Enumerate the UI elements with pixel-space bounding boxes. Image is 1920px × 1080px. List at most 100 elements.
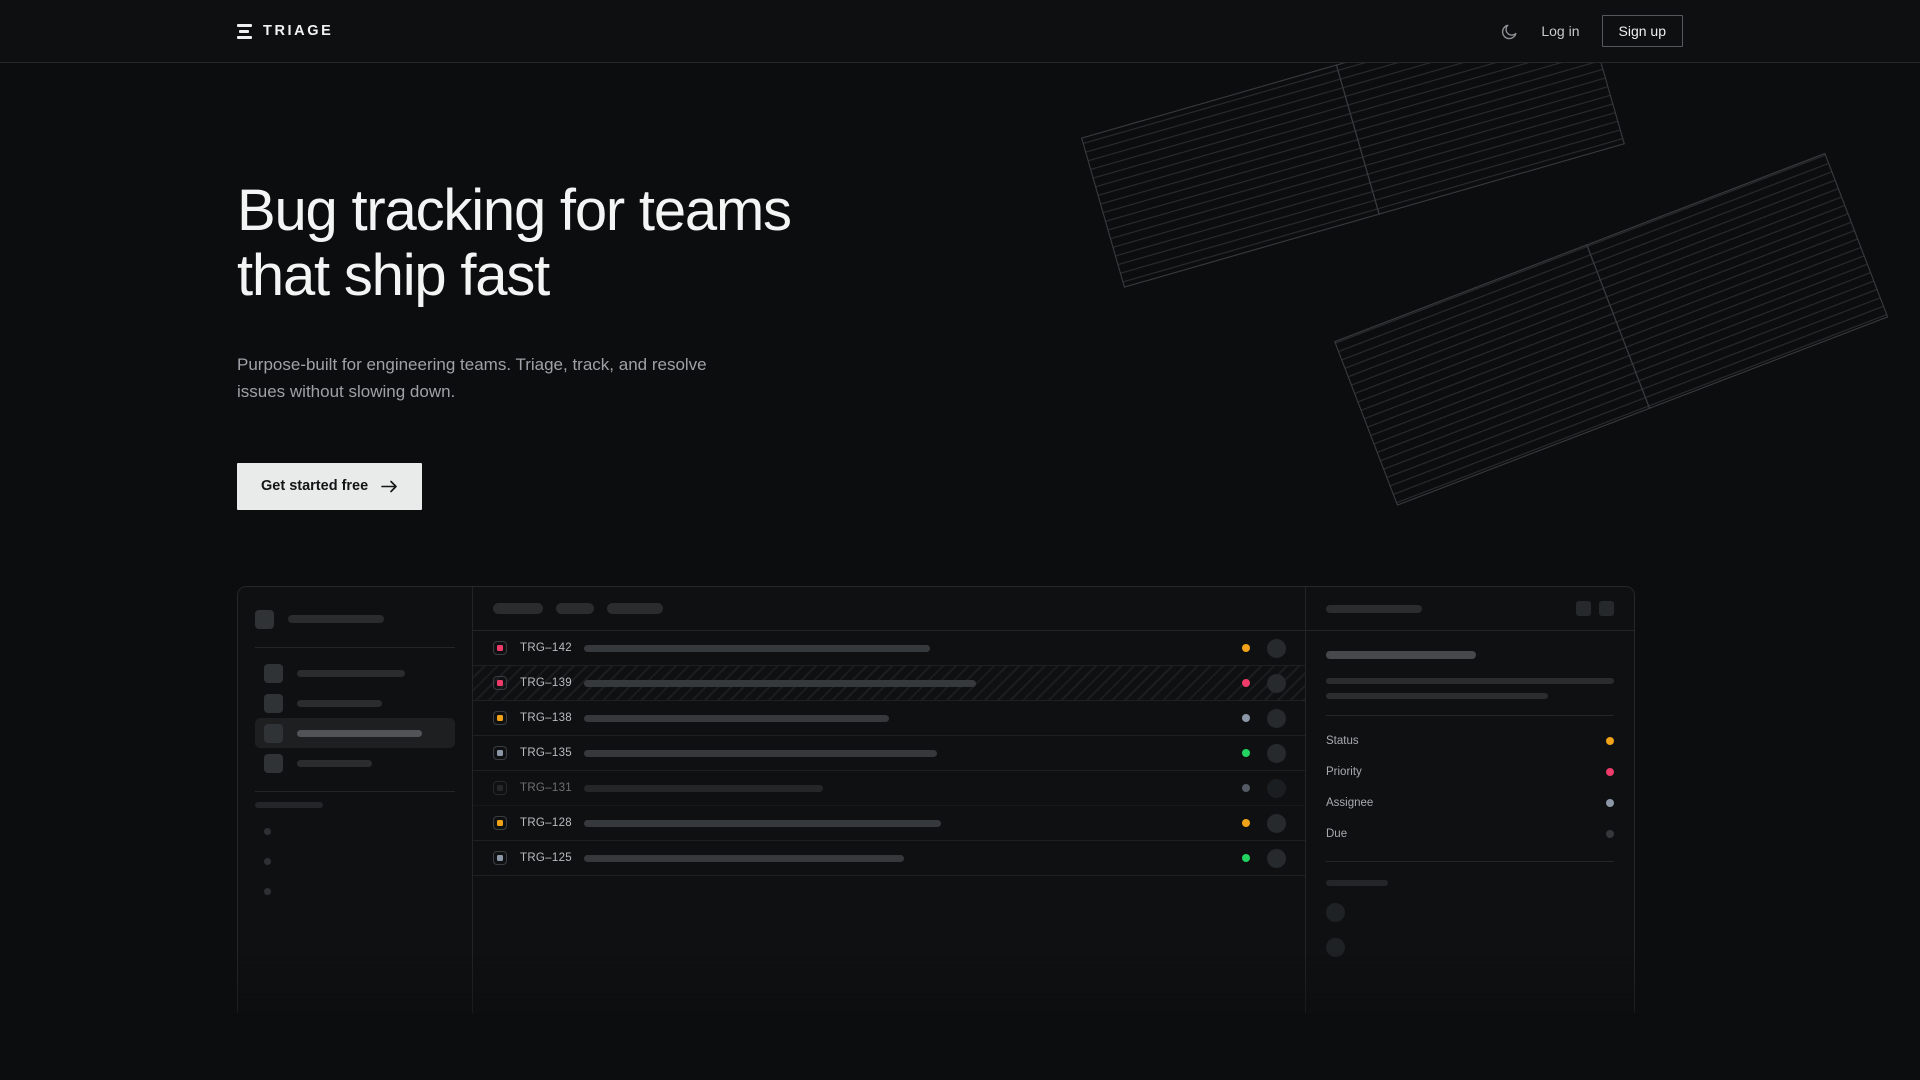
workspace-switcher[interactable] bbox=[255, 604, 455, 634]
priority-badge-icon bbox=[493, 781, 507, 795]
issue-row[interactable]: TRG–128 bbox=[473, 806, 1305, 841]
project-dot-icon bbox=[264, 857, 271, 865]
sidebar-item[interactable] bbox=[255, 688, 455, 718]
get-started-button[interactable]: Get started free bbox=[237, 462, 423, 510]
issue-id: TRG–138 bbox=[520, 712, 572, 724]
meta-label: Due bbox=[1326, 827, 1348, 840]
signup-button[interactable]: Sign up bbox=[1601, 15, 1683, 47]
sidebar-divider bbox=[255, 647, 455, 648]
project-dot-icon bbox=[264, 827, 271, 835]
filter-chip[interactable] bbox=[493, 603, 543, 614]
assignee-avatar bbox=[1267, 708, 1286, 728]
hero-subtitle: Purpose-built for engineering teams. Tri… bbox=[237, 354, 707, 402]
sidebar-item[interactable] bbox=[255, 658, 455, 688]
status-dot-icon bbox=[1242, 714, 1250, 722]
workspace-name-skeleton bbox=[288, 615, 384, 623]
issue-id: TRG–131 bbox=[520, 782, 572, 794]
priority-badge-icon bbox=[493, 746, 507, 760]
sidebar-section-label-skeleton bbox=[255, 802, 323, 808]
hero-section: Bug tracking for teams that ship fast Pu… bbox=[0, 63, 1920, 1013]
meta-value-dot-icon bbox=[1606, 767, 1614, 776]
issue-row[interactable]: TRG–131 bbox=[473, 771, 1305, 806]
issue-title-skeleton bbox=[584, 644, 930, 652]
nav-icon bbox=[264, 723, 283, 743]
stacked-bars-logo-icon bbox=[237, 23, 252, 39]
issue-title-skeleton bbox=[584, 749, 937, 757]
issue-id: TRG–125 bbox=[520, 852, 572, 864]
cta-label: Get started free bbox=[261, 478, 369, 495]
comment-avatar bbox=[1326, 903, 1345, 922]
priority-badge-icon bbox=[493, 676, 507, 690]
issue-row[interactable]: TRG–139 bbox=[473, 666, 1305, 701]
assignee-avatar bbox=[1267, 813, 1286, 833]
sidebar-item-active[interactable] bbox=[255, 718, 455, 748]
nav-label-skeleton bbox=[297, 759, 372, 767]
assignee-avatar bbox=[1267, 743, 1286, 763]
detail-breadcrumb-skeleton bbox=[1326, 604, 1422, 613]
meta-label: Priority bbox=[1326, 765, 1362, 778]
filter-chip[interactable] bbox=[607, 603, 663, 614]
mock-sidebar bbox=[238, 587, 473, 1013]
status-dot-icon bbox=[1242, 644, 1250, 652]
brand-logo[interactable]: TRIAGE bbox=[237, 23, 333, 39]
moon-icon[interactable] bbox=[1500, 22, 1519, 41]
nav-label-skeleton bbox=[297, 699, 382, 707]
sidebar-item[interactable] bbox=[255, 748, 455, 778]
status-dot-icon bbox=[1242, 854, 1250, 862]
comment-list bbox=[1326, 903, 1614, 957]
detail-meta-row[interactable]: Due bbox=[1326, 818, 1614, 849]
meta-value-dot-icon bbox=[1606, 829, 1614, 838]
activity-label-skeleton bbox=[1326, 880, 1388, 886]
issue-row[interactable]: TRG–125 bbox=[473, 841, 1305, 876]
filter-chip[interactable] bbox=[556, 603, 594, 614]
priority-badge-icon bbox=[493, 711, 507, 725]
project-item[interactable] bbox=[255, 816, 455, 846]
assignee-avatar bbox=[1267, 778, 1286, 798]
detail-text-skeleton bbox=[1326, 678, 1614, 684]
issue-title-skeleton bbox=[584, 714, 889, 722]
detail-meta-row[interactable]: Assignee bbox=[1326, 787, 1614, 818]
issue-row[interactable]: TRG–142 bbox=[473, 631, 1305, 666]
issue-id: TRG–128 bbox=[520, 817, 572, 829]
meta-label: Status bbox=[1326, 734, 1359, 747]
decorative-panels-graphic bbox=[1080, 63, 1889, 506]
headline-line-1: Bug tracking for teams bbox=[237, 178, 792, 243]
priority-badge-icon bbox=[493, 851, 507, 865]
detail-action-button[interactable] bbox=[1576, 601, 1591, 616]
hero-copy: Bug tracking for teams that ship fast Pu… bbox=[237, 178, 792, 510]
meta-value-dot-icon bbox=[1606, 736, 1614, 745]
login-link[interactable]: Log in bbox=[1541, 23, 1580, 39]
detail-meta-row[interactable]: Priority bbox=[1326, 756, 1614, 787]
issue-title-skeleton bbox=[584, 679, 976, 687]
nav-icon bbox=[264, 693, 283, 713]
detail-title-skeleton bbox=[1326, 651, 1476, 659]
list-toolbar bbox=[473, 587, 1305, 631]
issue-title-skeleton bbox=[584, 854, 904, 862]
status-dot-icon bbox=[1242, 784, 1250, 792]
issue-row[interactable]: TRG–138 bbox=[473, 701, 1305, 736]
issue-title-skeleton bbox=[584, 819, 941, 827]
issue-title-skeleton bbox=[584, 784, 823, 792]
status-dot-icon bbox=[1242, 749, 1250, 757]
detail-divider bbox=[1326, 715, 1614, 716]
project-item[interactable] bbox=[255, 846, 455, 876]
detail-meta-row[interactable]: Status bbox=[1326, 725, 1614, 756]
issue-id: TRG–135 bbox=[520, 747, 572, 759]
nav-icon bbox=[264, 753, 283, 773]
workspace-square-icon bbox=[255, 609, 274, 629]
nav-label-skeleton bbox=[297, 669, 405, 677]
project-item[interactable] bbox=[255, 876, 455, 906]
assignee-avatar bbox=[1267, 848, 1286, 868]
page-title: Bug tracking for teams that ship fast bbox=[237, 178, 792, 309]
meta-value-dot-icon bbox=[1606, 798, 1614, 807]
issue-row[interactable]: TRG–135 bbox=[473, 736, 1305, 771]
nav-icon bbox=[264, 663, 283, 683]
detail-divider bbox=[1326, 861, 1614, 862]
comment-avatar bbox=[1326, 938, 1345, 957]
assignee-avatar bbox=[1267, 638, 1286, 658]
detail-action-button[interactable] bbox=[1599, 601, 1614, 616]
